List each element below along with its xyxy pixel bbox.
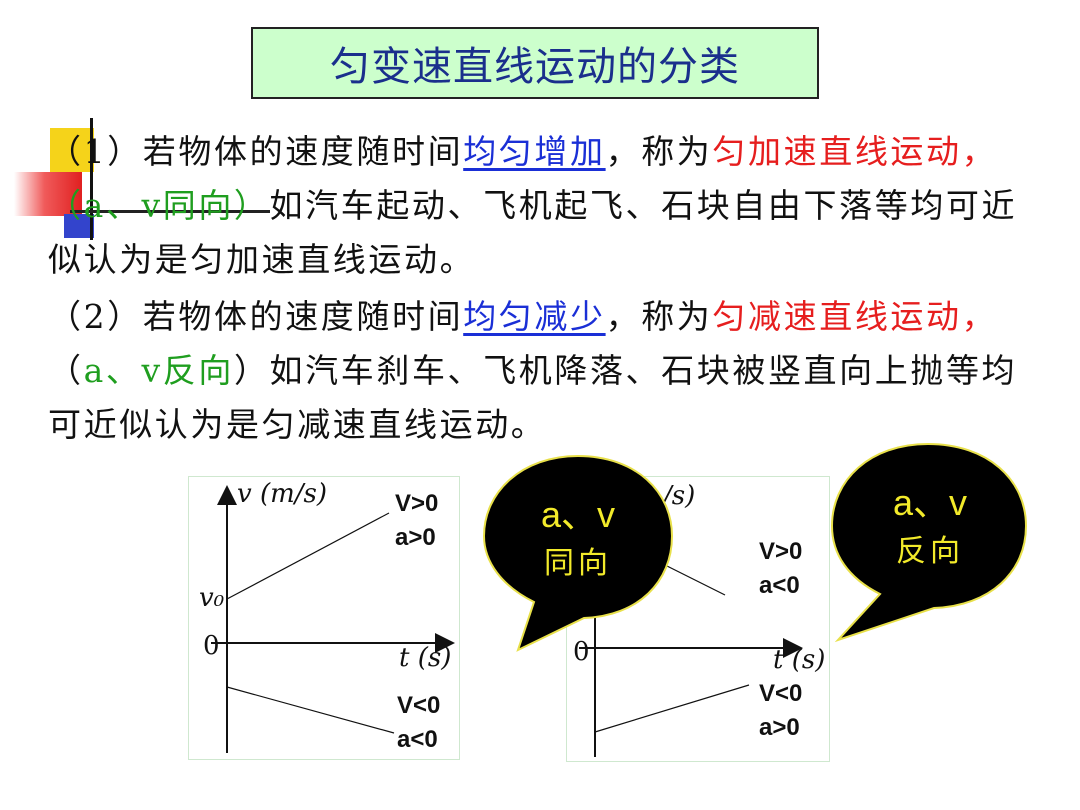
para2-note: a、v反向: [83, 351, 234, 390]
graph1-upper-a: a>0: [395, 524, 436, 551]
graph2-upper-labels: V>0 a<0: [759, 535, 802, 603]
decoration-horizontal-line: [70, 210, 270, 213]
graph2-line-lower: [594, 684, 750, 733]
graph1-upper-v: V>0: [395, 490, 439, 517]
graph-decelerating: /s) t (s) 0 V>0 a<0 V<0 a>0: [566, 476, 830, 762]
bubble2-line2: 反向: [896, 534, 964, 569]
paragraph-accelerating: （1）若物体的速度随时间均匀增加，称为匀加速直线运动， （a、v同向）如汽车起动、…: [48, 125, 1048, 287]
para2-mid: ，称为: [605, 297, 713, 336]
decoration-vertical-line: [90, 118, 93, 240]
graph1-line-upper: [226, 512, 390, 600]
graph2-x-label: t (s): [773, 645, 826, 675]
para1-note: （a、v同向）: [48, 186, 270, 225]
decoration-yellow-square: [50, 128, 94, 172]
graph2-lower-v: V<0: [759, 680, 803, 707]
bubble2-line1: a、v: [892, 482, 968, 523]
graph1-y-label: v (m/s): [237, 479, 327, 509]
graph1-lower-a: a<0: [397, 726, 438, 753]
graph2-lower-labels: V<0 a>0: [759, 677, 802, 745]
graph2-upper-a: a<0: [759, 572, 800, 599]
para2-key-link[interactable]: 均匀减少: [463, 297, 606, 336]
para2-note-close: ）: [233, 351, 270, 390]
para2-term: 匀减速直线运动，: [712, 297, 998, 336]
paragraph-decelerating: （2）若物体的速度随时间均匀减少，称为匀减速直线运动， （a、v反向）如汽车刹车、…: [48, 290, 1048, 452]
bubble2-shape: [830, 442, 1028, 643]
page-title: 匀变速直线运动的分类: [330, 44, 740, 90]
graph2-upper-v: V>0: [759, 538, 803, 565]
para2-note-open: （: [48, 351, 84, 390]
para1-term: 匀加速直线运动，: [712, 132, 998, 171]
graph1-upper-labels: V>0 a>0: [395, 487, 438, 555]
bubble1-line2: 同向: [544, 546, 612, 581]
graph-accelerating: v (m/s) t (s) 0 v₀ V>0 a>0 V<0 a<0: [188, 476, 460, 760]
graph2-line-upper: [656, 560, 726, 596]
speech-bubble-opposite-direction: a、v 反向: [830, 442, 1030, 643]
bubble1-shape: [482, 454, 674, 652]
graph2-origin: 0: [573, 637, 590, 667]
decoration-red-gradient: [14, 172, 82, 216]
graph1-x-label: t (s): [399, 643, 452, 673]
graph1-line-lower: [226, 686, 395, 734]
graph1-origin: 0: [203, 631, 220, 661]
speech-bubble-same-direction: a、v 同向: [478, 452, 678, 652]
title-box: 匀变速直线运动的分类: [251, 27, 819, 99]
para2-lead: （2）若物体的速度随时间: [48, 297, 464, 336]
para1-lead: （1）若物体的速度随时间: [48, 132, 464, 171]
bubble1-line1: a、v: [540, 494, 616, 535]
para1-mid: ，称为: [605, 132, 713, 171]
para1-key-link[interactable]: 均匀增加: [463, 132, 606, 171]
para1-rest: 如汽车起动、飞机起飞、石块自由下落等均可近似认为是匀加速直线运动。: [48, 186, 1018, 279]
graph1-v0: v₀: [199, 583, 225, 613]
graph2-lower-a: a>0: [759, 714, 800, 741]
graph1-lower-v: V<0: [397, 692, 441, 719]
decoration-blue-square: [64, 214, 94, 238]
para2-rest: 如汽车刹车、飞机降落、石块被竖直向上抛等均可近似认为是匀减速直线运动。: [48, 351, 1018, 444]
graph2-y-label: /s): [663, 481, 696, 511]
graph1-lower-labels: V<0 a<0: [397, 689, 440, 757]
graph1-axes: [211, 485, 455, 753]
